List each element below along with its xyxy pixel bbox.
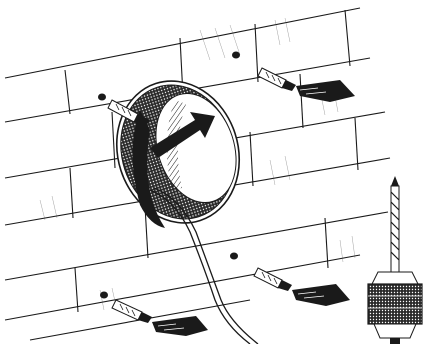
mortar-joint	[64, 69, 71, 115]
wall-plug-top-right	[232, 51, 296, 91]
drill-chuck-body	[367, 283, 423, 325]
mortar-joint	[254, 23, 259, 83]
drill-chuck-base	[373, 323, 417, 339]
mortar-joint	[344, 9, 351, 67]
drill-chuck-collar	[371, 271, 419, 285]
mortar-course	[4, 254, 361, 321]
mortar-joint	[74, 267, 79, 313]
mortar-joint	[249, 131, 254, 187]
drill-bit-tip	[391, 176, 399, 186]
mortar-joint	[69, 167, 74, 219]
arrow-icon	[152, 316, 208, 336]
drill-bit-flutes	[390, 191, 400, 261]
mortar-joint	[144, 205, 149, 259]
mortar-course	[4, 211, 389, 281]
wall-plug-bottom-left	[100, 291, 152, 323]
mortar-joint	[111, 111, 116, 169]
wall-plug-top-left	[98, 93, 150, 126]
wall-plug-bottom-right	[230, 252, 292, 291]
mortar-joint	[354, 117, 359, 171]
brick-wall	[4, 7, 391, 341]
cable	[149, 187, 259, 344]
insert-arrow-icon	[150, 112, 215, 158]
mortar-joint	[324, 217, 329, 269]
drill-icon	[367, 176, 423, 344]
mortar-joint	[299, 73, 304, 129]
drill-spindle	[390, 338, 400, 344]
hole-shadow	[132, 110, 165, 228]
mortar-course	[4, 7, 361, 79]
arrow-icon	[296, 80, 355, 102]
arrow-icon	[292, 284, 350, 306]
